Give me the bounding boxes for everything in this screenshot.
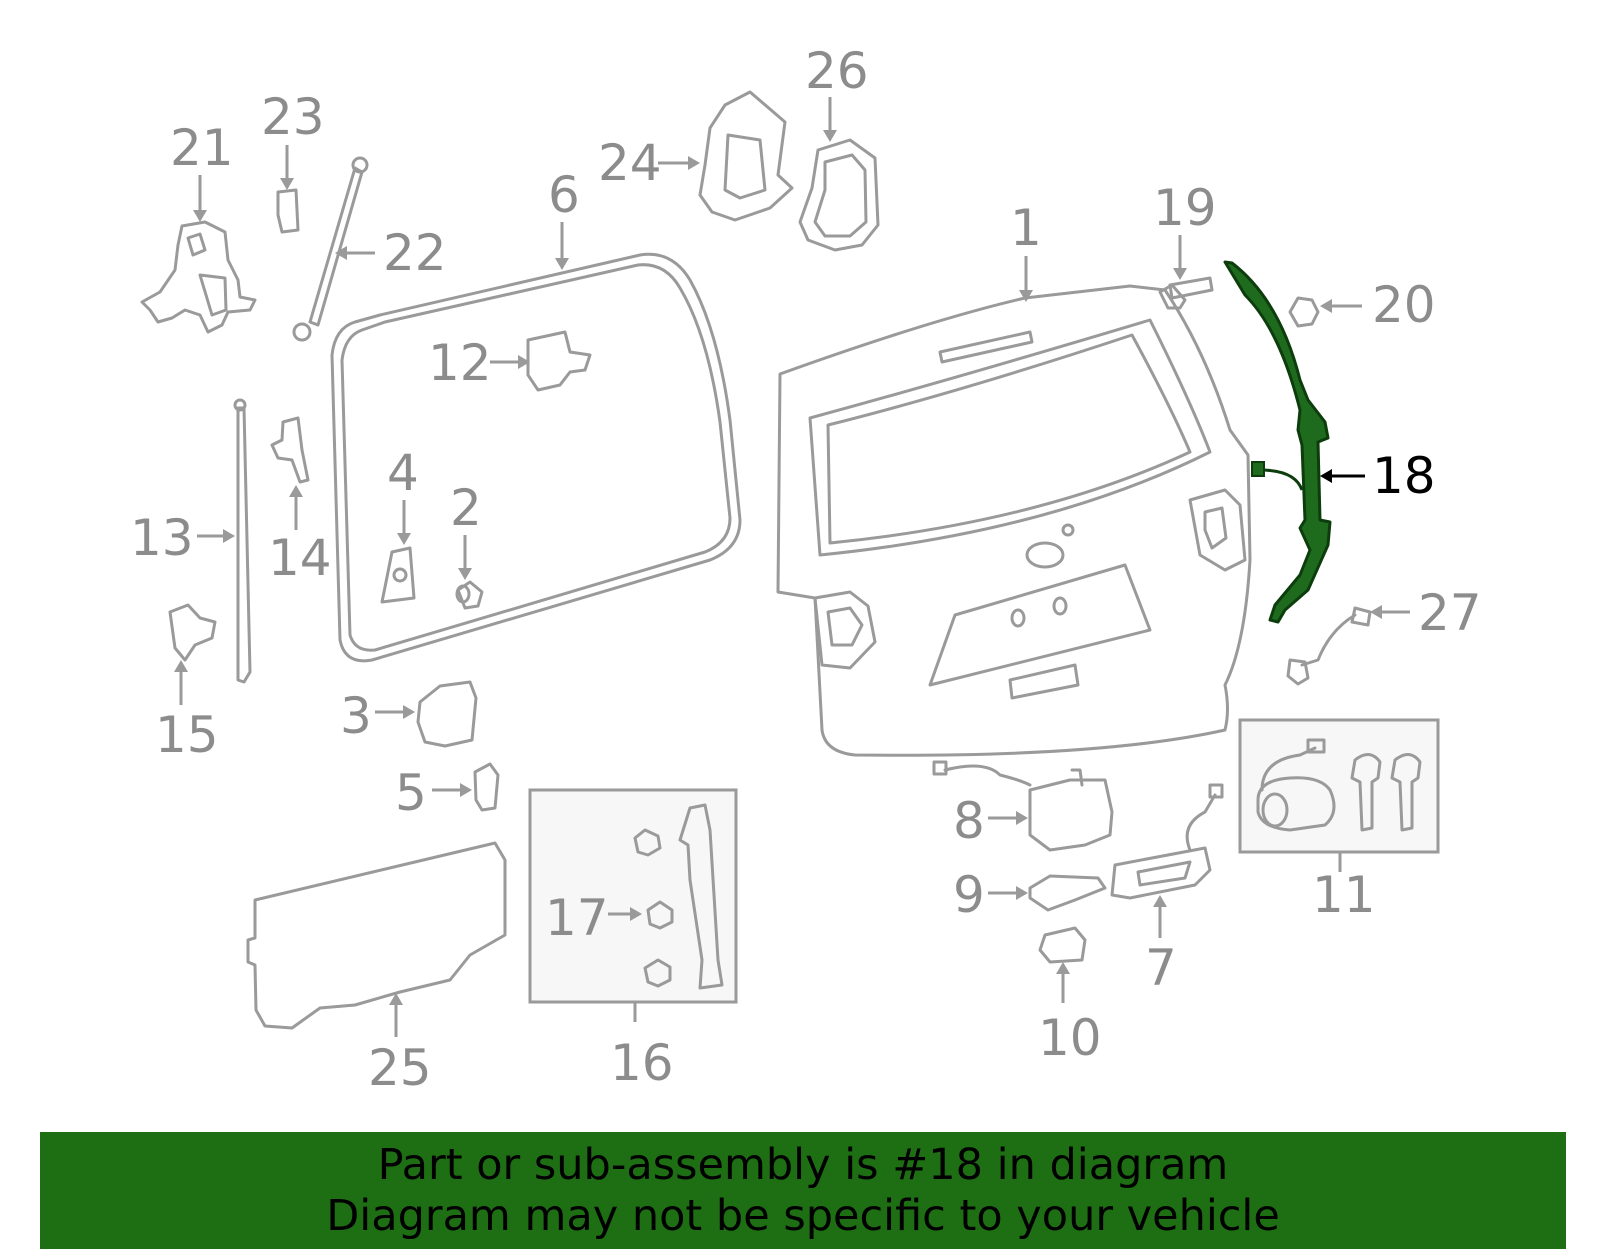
callout-3: 3 — [340, 687, 372, 745]
arrowhead-14 — [289, 485, 303, 497]
arrowhead-5 — [460, 783, 472, 797]
callout-1: 1 — [1010, 199, 1042, 257]
callout-17: 17 — [545, 889, 609, 947]
callout-21: 21 — [170, 119, 234, 177]
arrowhead-20 — [1320, 299, 1332, 313]
part-24-inner — [723, 133, 767, 200]
callout-6: 6 — [548, 166, 580, 224]
arrowhead-22 — [335, 246, 347, 260]
callout-11: 11 — [1312, 866, 1376, 924]
callout-13: 13 — [130, 509, 194, 567]
callout-20: 20 — [1372, 276, 1436, 334]
callout-10: 10 — [1038, 1009, 1102, 1067]
arrowhead-21 — [193, 210, 207, 222]
part-27-cable — [1286, 606, 1372, 686]
arrowhead-12 — [518, 355, 530, 369]
callout-15: 15 — [155, 706, 219, 764]
part-22-strut — [292, 156, 369, 342]
arrowhead-7 — [1153, 895, 1167, 907]
callout-14: 14 — [268, 529, 332, 587]
callout-22: 22 — [383, 224, 447, 282]
clip-17-b — [646, 900, 674, 930]
key-1 — [1350, 753, 1382, 832]
callout-4: 4 — [387, 444, 419, 502]
arrowhead-19 — [1173, 268, 1187, 280]
clip-17-c — [643, 958, 672, 988]
callout-2: 2 — [450, 479, 482, 537]
arrowhead-2 — [458, 568, 472, 580]
banner-line-2: Diagram may not be specific to your vehi… — [326, 1191, 1280, 1241]
clip-17-a — [633, 828, 662, 857]
part-1-liftgate — [776, 284, 1252, 757]
arrowhead-15 — [174, 660, 188, 672]
callout-8: 8 — [953, 792, 985, 850]
arrowhead-18 — [1320, 469, 1332, 483]
part-4 — [380, 546, 416, 604]
callout-23: 23 — [261, 88, 325, 146]
part-7-handle — [1110, 783, 1224, 900]
part-14 — [270, 416, 310, 484]
arrowhead-24 — [688, 156, 700, 170]
callout-5: 5 — [395, 764, 427, 822]
arrowhead-3 — [403, 705, 415, 719]
arrowhead-17 — [630, 907, 642, 921]
callout-25: 25 — [368, 1039, 432, 1097]
arrowhead-26 — [823, 130, 837, 142]
arrowhead-1 — [1019, 290, 1033, 302]
arrowhead-25 — [389, 993, 403, 1005]
callout-27: 27 — [1418, 584, 1482, 642]
part-5 — [473, 762, 500, 812]
callout-9: 9 — [953, 866, 985, 924]
part-3 — [416, 680, 478, 748]
part-13-stay — [233, 398, 252, 684]
part-6-weatherstrip — [330, 252, 742, 663]
callout-18: 18 — [1372, 447, 1436, 505]
part-20-nut — [1288, 296, 1320, 328]
box-11 — [1238, 718, 1440, 854]
part-26-inner — [813, 153, 868, 238]
callout-12: 12 — [428, 334, 492, 392]
callout-24: 24 — [598, 134, 662, 192]
callout-19: 19 — [1153, 179, 1217, 237]
part-21-hinge — [140, 220, 257, 334]
key-2 — [1390, 753, 1422, 832]
part-9 — [1028, 874, 1107, 912]
arrowhead-13 — [223, 529, 235, 543]
part-10 — [1038, 926, 1087, 964]
arrowhead-8 — [1016, 811, 1028, 825]
part-23-clip — [276, 188, 300, 234]
box-16 — [528, 788, 738, 1004]
part-19-bolt — [1158, 276, 1214, 310]
arrowhead-6 — [555, 258, 569, 270]
arrowhead-23 — [280, 178, 294, 190]
banner-line-1: Part or sub-assembly is #18 in diagram — [377, 1140, 1229, 1190]
callout-26: 26 — [805, 42, 869, 100]
part-24 — [698, 90, 794, 222]
part-15 — [168, 603, 217, 662]
arrowhead-27 — [1370, 605, 1382, 619]
part-25-trim — [246, 841, 507, 1030]
info-banner: Part or sub-assembly is #18 in diagram D… — [40, 1132, 1566, 1249]
part-12-bracket — [526, 330, 592, 392]
arrowhead-4 — [397, 533, 411, 545]
arrowhead-9 — [1016, 886, 1028, 900]
part-8-actuator — [932, 760, 1114, 852]
part-26 — [798, 138, 880, 252]
part-18-highlighted — [1223, 260, 1332, 624]
callout-7: 7 — [1145, 939, 1177, 997]
part-2 — [455, 580, 484, 610]
callout-16: 16 — [610, 1034, 674, 1092]
arrowhead-10 — [1056, 962, 1070, 974]
